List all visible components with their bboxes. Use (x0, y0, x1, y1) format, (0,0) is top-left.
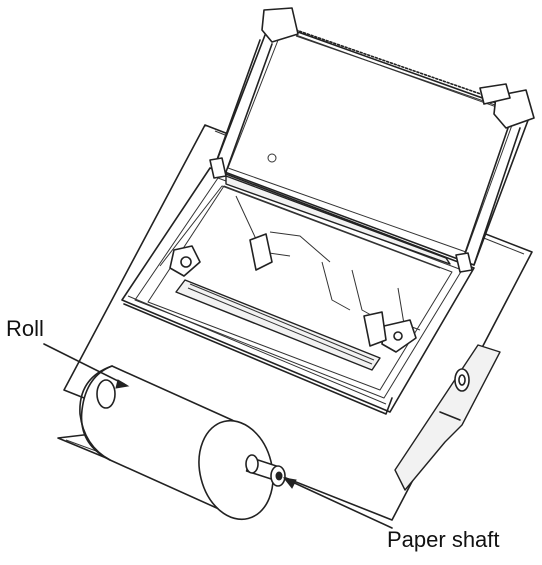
paper-shaft (245, 454, 286, 487)
paper-shaft-label: Paper shaft (387, 527, 500, 552)
printer-lid (209, 7, 535, 273)
callout-roll-leader (43, 343, 130, 389)
callout-shaft-leader (282, 477, 393, 529)
paper-roll (57, 365, 286, 521)
printer-frame (121, 167, 475, 415)
printer-body-side (394, 344, 501, 491)
roll-label: Roll (6, 316, 44, 341)
